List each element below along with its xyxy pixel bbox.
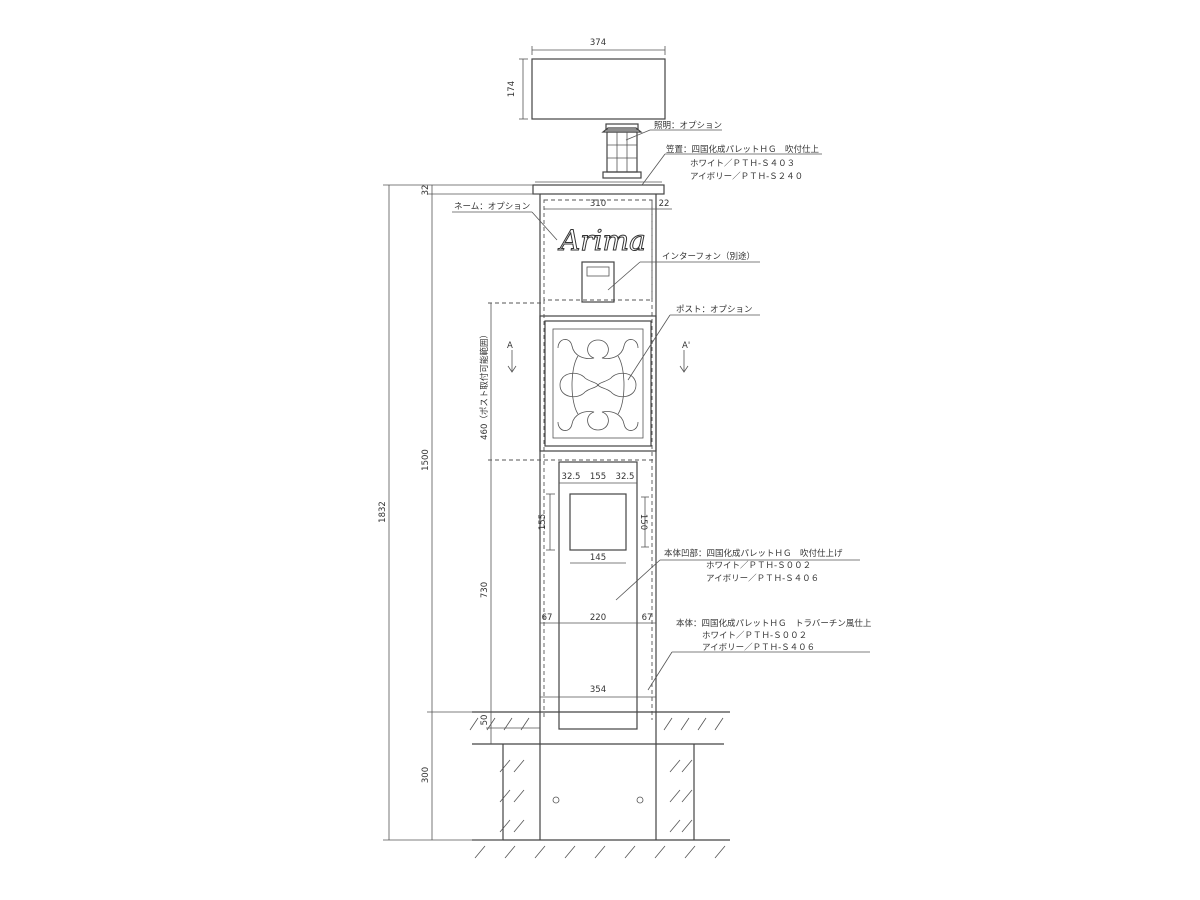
logo-arima: Arima [557, 224, 646, 257]
dim-upper-offset: 22 [659, 199, 670, 209]
label-body-line3: アイボリー／ＰＴＨ-Ｓ４０６ [702, 643, 815, 653]
label-cap-line3: アイボリー／ＰＴＨ-Ｓ２４０ [690, 172, 803, 182]
label-body-line2: ホワイト／ＰＴＨ-Ｓ００２ [702, 631, 807, 641]
anchor-bolt-right [636, 796, 644, 804]
dim-body-height: 1500 [421, 449, 431, 471]
dim-upper-width: 310 [590, 199, 606, 209]
dim-panel-center: 220 [590, 613, 606, 623]
decorative-scroll-icon [557, 339, 639, 431]
label-body-line1: 本体：四国化成パレットＨＧ トラバーチン風仕上 [676, 618, 872, 629]
dim-cap-width: 374 [590, 38, 606, 48]
label-post: ポスト：オプション [676, 305, 753, 315]
vertical-dims: 1832 32 1500 300 460（ポスト取付可能範囲） 730 50 [378, 185, 540, 841]
label-recess-line1: 本体凹部：四国化成パレットＨＧ 吹付仕上げ [664, 548, 843, 559]
label-name: ネーム：オプション [454, 202, 530, 212]
label-cap-line1: 笠置：四国化成パレットＨＧ 吹付仕上 [666, 144, 820, 155]
panel-dims: 67 220 67 354 [540, 613, 656, 698]
dim-total-height: 1832 [378, 501, 388, 523]
column-body [539, 194, 657, 840]
light-fixture [601, 123, 643, 179]
section-mark-left: A [507, 341, 517, 373]
cap-top-view: 374 174 [507, 38, 666, 120]
dim-body-width: 354 [590, 685, 606, 695]
dim-recess-center: 155 [590, 472, 606, 482]
recess-dims: 32.5 155 32.5 155 150 145 [538, 472, 649, 564]
dim-cap-thickness: 32 [421, 185, 431, 196]
dim-lower-height: 730 [480, 582, 490, 598]
dim-recess-right: 32.5 [616, 472, 635, 482]
label-recess-line3: アイボリー／ＰＴＨ-Ｓ４０６ [706, 574, 819, 584]
dim-recess-height-right: 150 [638, 514, 648, 530]
svg-text:A': A' [682, 341, 690, 351]
label-cap-line2: ホワイト／ＰＴＨ-Ｓ４０３ [690, 159, 795, 169]
cap [532, 181, 665, 195]
foundation [469, 711, 730, 859]
dim-panel-left: 67 [542, 613, 553, 623]
lower-recess [558, 461, 638, 730]
dim-cap-height: 174 [507, 81, 517, 97]
dim-base-gap: 50 [480, 715, 490, 726]
annotations: 照明：オプション 笠置：四国化成パレットＨＧ 吹付仕上 ホワイト／ＰＴＨ-Ｓ４０… [452, 121, 872, 691]
label-intercom: インターフォン（別途） [662, 251, 755, 262]
label-recess-line2: ホワイト／ＰＴＨ-Ｓ００２ [706, 561, 811, 571]
dim-recess-bottom: 145 [590, 553, 606, 563]
dim-underground: 300 [421, 767, 431, 783]
dim-panel-right: 67 [642, 613, 653, 623]
post-panel [539, 315, 657, 452]
dim-recess-left: 32.5 [562, 472, 581, 482]
section-mark-right: A' [679, 341, 690, 373]
dim-upper: 310 22 [544, 199, 672, 210]
intercom-icon [581, 261, 615, 303]
dim-recess-height-left: 155 [538, 514, 548, 530]
anchor-bolt-left [552, 796, 560, 804]
svg-text:A: A [507, 341, 513, 351]
label-lighting: 照明：オプション [654, 121, 722, 131]
dim-post-range: 460（ポスト取付可能範囲） [479, 330, 490, 440]
